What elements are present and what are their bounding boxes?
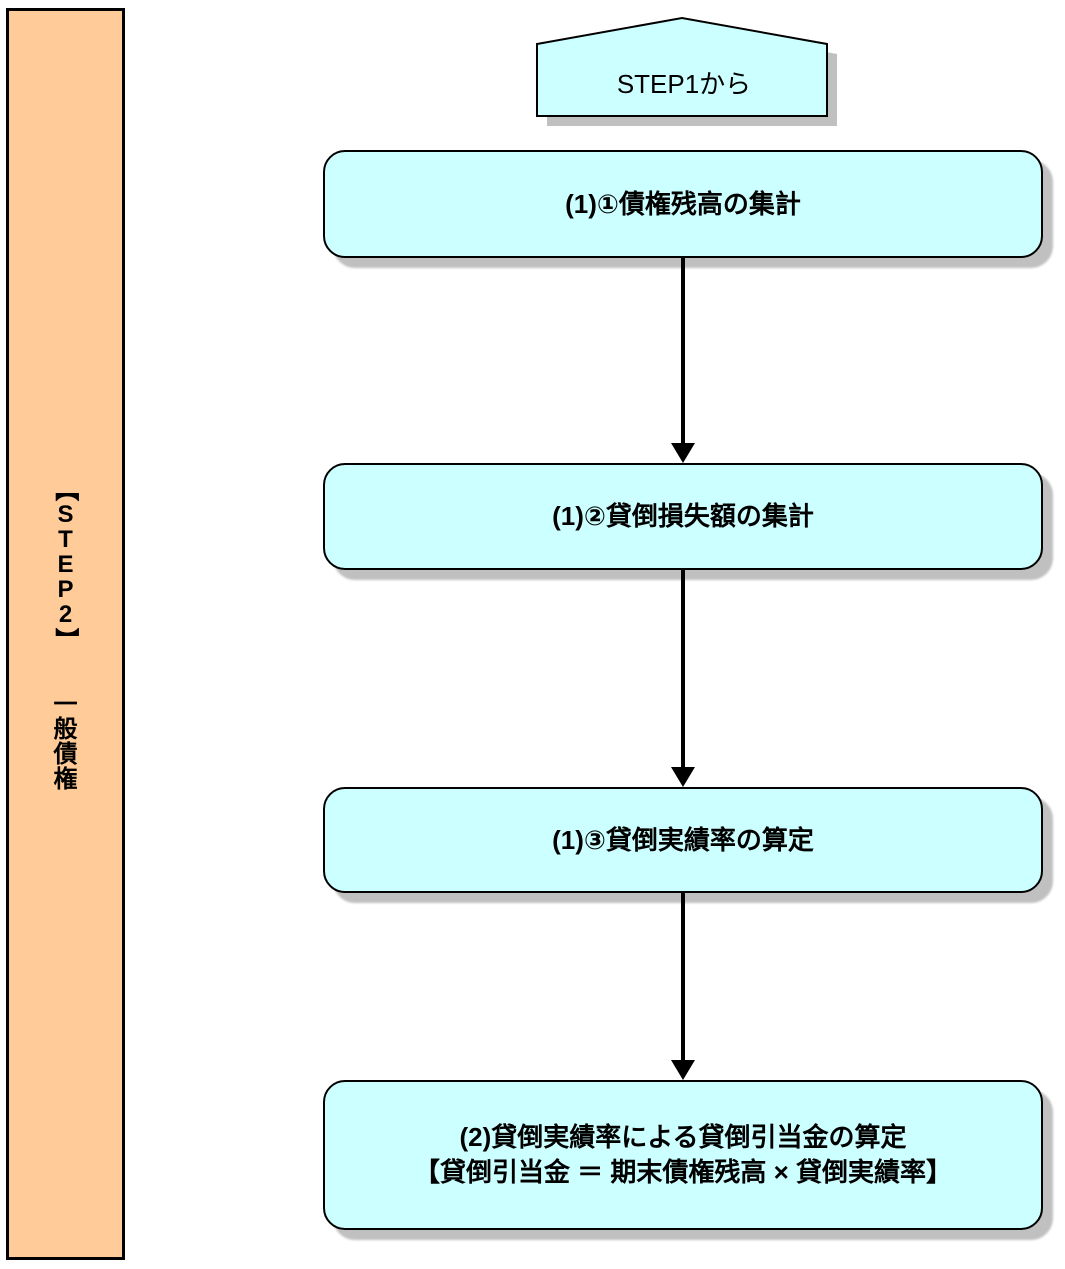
- arrow-shaft: [681, 570, 685, 773]
- sidebar-char: 般: [53, 715, 78, 743]
- arrow-shaft: [681, 893, 685, 1066]
- flow-step-1: (1)①債権残高の集計: [323, 150, 1043, 258]
- arrow-head-icon: [671, 767, 695, 787]
- sidebar-char: T: [58, 525, 73, 553]
- sidebar-char: P: [57, 575, 74, 603]
- flow-step-2-label: (1)②貸倒損失額の集計: [552, 501, 814, 531]
- arrow-head-icon: [671, 1060, 695, 1080]
- sidebar-char: E: [57, 550, 74, 578]
- step2-sidebar: 【 S T E P 2 】 一 般 債 権: [6, 8, 125, 1260]
- flow-step-4-label: (2)貸倒実績率による貸倒引当金の算定: [459, 1122, 907, 1152]
- flow-start-label: STEP1から: [616, 68, 752, 99]
- flow-step-4-formula: 【貸倒引当金 ＝ 期末債権残高 × 貸倒実績率】: [413, 1157, 953, 1187]
- sidebar-char: 一: [53, 690, 78, 718]
- flow-arrow-1: [671, 258, 695, 463]
- sidebar-char-bracket-open: 【: [52, 477, 79, 501]
- flow-start-pentagon: [536, 16, 837, 126]
- flow-arrow-3: [671, 893, 695, 1080]
- flow-step-3: (1)③貸倒実績率の算定: [323, 787, 1043, 893]
- sidebar-char: 権: [53, 765, 78, 793]
- arrow-head-icon: [671, 443, 695, 463]
- sidebar-char-bracket-close: 】: [52, 627, 79, 651]
- flow-arrow-2: [671, 570, 695, 787]
- flow-step-4: (2)貸倒実績率による貸倒引当金の算定 【貸倒引当金 ＝ 期末債権残高 × 貸倒…: [323, 1080, 1043, 1230]
- flow-step-2: (1)②貸倒損失額の集計: [323, 463, 1043, 570]
- pentagon-shape: [536, 16, 828, 117]
- flow-step-3-label: (1)③貸倒実績率の算定: [552, 824, 814, 855]
- flow-step-1-label: (1)①債権残高の集計: [565, 188, 801, 219]
- sidebar-char: 2: [58, 600, 73, 628]
- sidebar-char: 債: [53, 740, 78, 768]
- arrow-shaft: [681, 258, 685, 449]
- sidebar-char: S: [57, 500, 74, 528]
